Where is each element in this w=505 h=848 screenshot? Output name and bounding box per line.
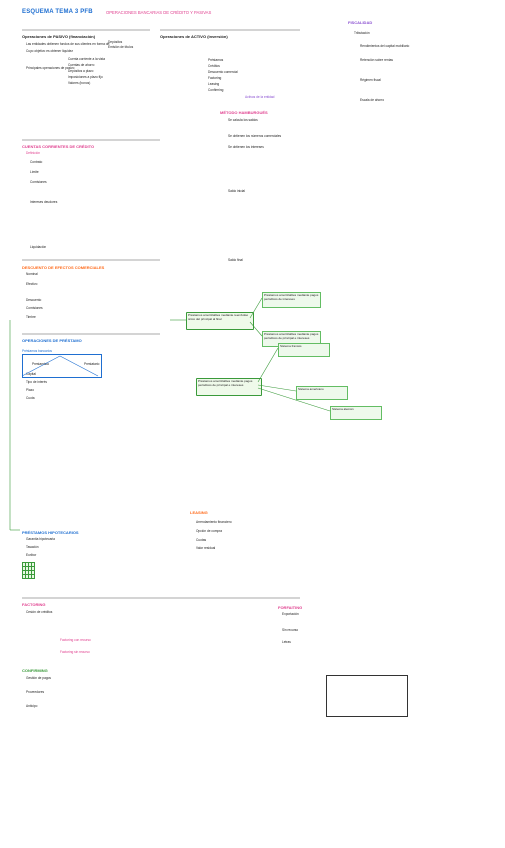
reembolso-unico-box: Préstamos amortizables mediante reembols… [186,312,254,330]
page-title: ESQUEMA TEMA 3 PFB [22,9,93,15]
metodo-item: Se obtienen los intereses [228,145,264,149]
activo-item: Confirming [208,88,224,92]
prestamos-item: Prestatario [84,362,100,366]
fiscalidad-item: Tributación [354,31,370,35]
confirming-item: Anticipo [26,704,38,708]
cuentas-item: Límite [30,170,39,174]
activo-item: Descuento comercial [208,70,238,74]
metodo-item: Se obtienen los números comerciales [228,134,282,138]
pasivo-sub: Cuentas de ahorro [68,63,95,67]
connector [249,321,263,337]
pasivo-sub: Depósitos a plazo [68,69,94,73]
pasivo-item: Cuyo objetivo es obtener liquidez [26,49,73,53]
sistema-americano-box: Sistema americano [296,386,348,400]
prestamo-diagram [22,354,102,378]
factoring-item: Cesión de créditos [26,610,53,614]
forfaiting-item: Letras [282,640,291,644]
fiscalidad-item: Rendimientos del capital mobiliario [360,44,410,48]
metodo-item: Saldo inicial [228,189,246,193]
hipotecarios-item: Tasación [26,545,39,549]
prestamos-item: Plazo [26,388,34,392]
cuentas-sub: Definición [26,151,40,155]
sistema-aleman-box: Sistema alemán [330,406,382,420]
forfaiting-diagram [326,675,408,717]
connector [257,387,331,412]
metodo-title: MÉTODO HAMBURGUÉS [220,110,268,115]
cuentas-title: CUENTAS CORRIENTES DE CRÉDITO [22,144,95,149]
fiscalidad-item: Retención sobre rentas [360,58,393,62]
prestamos-item: Prestamista [32,362,49,366]
hipotecarios-item: Euribor [26,553,37,557]
page-subtitle: OPERACIONES BANCARIAS DE CRÉDITO Y PASIV… [106,10,212,15]
confirming-item: Proveedores [26,690,45,694]
activo-item: Préstamos [208,58,224,62]
descuento-item: Efectivo [26,282,38,286]
confirming-title: CONFIRMING [22,668,48,673]
connector [21,355,61,377]
leasing-item: Valor residual [196,546,216,550]
pasivo-label: Operaciones de PASIVO (financiación) [22,34,96,39]
prestamos-title: OPERACIONES DE PRÉSTAMO [22,338,82,343]
connector [59,355,99,377]
pasivo-sub: Emisión de títulos [108,45,134,49]
cuentas-item: Intereses deudores [30,200,58,204]
descuento-item: Nominal [26,272,38,276]
factoring-item: Factoring con recurso [60,638,91,642]
fiscalidad-title: FISCALIDAD [348,20,373,25]
prestamos-sub: Préstamos bancarios [22,349,52,353]
hipotecarios-table [22,562,35,579]
descuento-item: Descuento [26,298,42,302]
pagos-intereses-box: Préstamos amortizables mediante pagos pe… [262,292,321,308]
activo-item: Leasing [208,82,220,86]
leasing-item: Arrendamiento financiero [196,520,232,524]
cuentas-item: Contrato [30,160,43,164]
cuentas-item: Comisiones [30,180,47,184]
forfaiting-item: Sin recurso [282,628,299,632]
hipotecarios-title: PRÉSTAMOS HIPOTECARIOS [22,530,79,535]
prestamos-item: Capital [26,372,36,376]
pasivo-sub: Valores (bonos) [68,81,91,85]
activo-item: Factoring [208,76,222,80]
descuento-item: Timbre [26,315,36,319]
activo-label: Operaciones de ACTIVO (inversión) [160,34,228,39]
hipotecarios-item: Garantía hipotecaria [26,537,55,541]
leasing-item: Cuotas [196,538,207,542]
leasing-item: Opción de compra [196,529,223,533]
cuentas-item: Liquidación [30,245,47,249]
confirming-item: Gestión de pagos [26,676,51,680]
pasivo-sub: Depósitos [108,40,123,44]
connector [257,384,297,392]
sistema-frances-box: Sistema francés [278,343,330,357]
activo-item: Créditos [208,64,220,68]
descuento-title: DESCUENTO DE EFECTOS COMERCIALES [22,265,105,270]
descuento-item: Comisiones [26,306,43,310]
periodicos-box: Préstamos amortizables mediante pagos pe… [196,378,262,396]
forfaiting-title: FORFAITING [278,605,303,610]
fiscalidad-item: Escala de ahorro [360,98,385,102]
connector [249,297,263,319]
metodo-item: Se calcula los saldos [228,118,258,122]
pasivo-sub: Cuenta corriente a la vista [68,57,106,61]
leasing-title: LEASING [190,510,208,515]
connector [257,347,279,383]
factoring-item: Factoring sin recurso [60,650,90,654]
pasivo-sub: Imposiciones a plazo fijo [68,75,103,79]
prestamos-item: Tipo de interés [26,380,47,384]
prestamos-item: Cuota [26,396,35,400]
pasivo-item: Las entidades obtienen fondos de sus cli… [26,42,111,46]
activo-note: Activos de la entidad [245,95,275,99]
forfaiting-item: Exportación [282,612,299,616]
fiscalidad-item: Régimen fiscal [360,78,381,82]
metodo-item: Saldo final [228,258,243,262]
factoring-title: FACTORING [22,602,46,607]
pasivo-item: Principales operaciones de pasivo [26,66,75,70]
